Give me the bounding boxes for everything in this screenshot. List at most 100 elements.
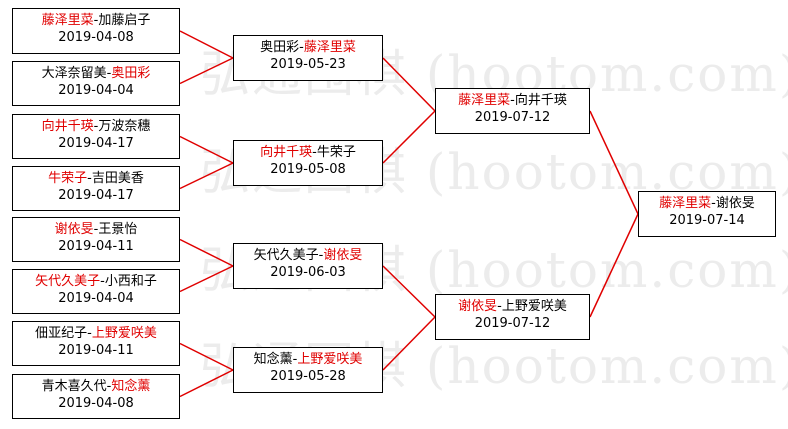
connector-r1-8-to-r2-4 [179,369,234,398]
vs-separator: - [312,145,317,160]
match-date: 2019-06-03 [270,265,346,280]
match-box-r1-7: 佃亚纪子-上野爱咲美 2019-04-11 [12,321,180,366]
player-1-name: 谢依旻 [54,222,94,237]
player-1-name: 矢代久美子 [35,274,101,289]
match-players: 谢依旻-王景怡 [13,221,179,238]
vs-separator: - [510,93,515,108]
player-2-name: 上野爱咲美 [501,299,567,314]
match-date: 2019-04-04 [58,83,134,98]
match-players: 矢代久美子-小西和子 [13,273,179,290]
vs-separator: - [93,119,99,134]
match-date: 2019-04-17 [58,188,134,203]
connector-r1-5-to-r2-3 [179,238,234,267]
match-date: 2019-05-23 [270,57,346,72]
player-1-name: 谢依旻 [458,299,498,314]
match-players: 矢代久美子-谢依旻 [234,247,382,264]
connector-r1-4-to-r2-2 [179,162,234,190]
player-2-name: 知念薰 [111,379,151,394]
player-1-name: 藤泽里菜 [41,13,94,28]
connector-r3-2-to-final [589,213,639,318]
player-2-name: 谢依旻 [323,248,363,263]
vs-separator: - [299,40,304,55]
player-2-name: 谢依旻 [715,196,755,211]
player-1-name: 矢代久美子 [253,248,319,263]
vs-separator: - [100,274,105,289]
player-2-name: 奥田彩 [111,66,151,81]
player-1-name: 知念薰 [253,352,293,367]
player-2-name: 王景怡 [98,222,138,237]
player-1-name: 牛荣子 [48,171,88,186]
vs-separator: - [87,326,92,341]
player-2-name: 上野爱咲美 [297,352,363,367]
match-date: 2019-04-08 [58,30,134,45]
vs-separator: - [318,248,324,263]
player-2-name: 牛荣子 [316,145,356,160]
connector-r3-1-to-final [589,110,639,215]
player-2-name: 上野爱咲美 [91,326,157,341]
match-players: 藤泽里菜-加藤启子 [13,12,179,29]
connector-r1-2-to-r2-1 [179,57,234,85]
match-date: 2019-05-08 [270,162,346,177]
vs-separator: - [292,352,298,367]
match-date: 2019-07-14 [669,213,745,228]
player-2-name: 吉田美香 [91,171,144,186]
player-2-name: 小西和子 [104,274,157,289]
connector-r2-1-to-r3-1 [382,57,436,112]
connector-r1-6-to-r2-3 [179,265,234,293]
player-2-name: 加藤启子 [98,13,151,28]
match-players: 奥田彩-藤泽里菜 [234,39,382,56]
player-2-name: 藤泽里菜 [303,40,356,55]
match-date: 2019-04-11 [58,239,134,254]
match-date: 2019-07-12 [474,316,551,331]
player-1-name: 奥田彩 [260,40,300,55]
match-players: 藤泽里菜-谢依旻 [639,195,775,212]
match-box-r1-2: 大泽奈留美-奥田彩 2019-04-04 [12,61,180,106]
player-1-name: 大泽奈留美 [41,66,107,81]
match-players: 藤泽里菜-向井千瑛 [436,92,589,109]
match-date: 2019-04-17 [58,136,134,151]
match-players: 谢依旻-上野爱咲美 [436,298,589,315]
player-1-name: 佃亚纪子 [35,326,88,341]
player-1-name: 青木喜久代 [41,379,107,394]
vs-separator: - [106,379,112,394]
match-date: 2019-04-11 [58,343,134,358]
connector-r2-2-to-r3-1 [382,110,436,164]
connector-r1-7-to-r2-4 [179,342,234,371]
connector-r2-3-to-r3-2 [382,265,436,318]
player-1-name: 藤泽里菜 [458,93,511,108]
vs-separator: - [93,13,99,28]
connector-r1-3-to-r2-2 [179,135,234,164]
connector-r1-1-to-r2-1 [179,30,234,59]
vs-separator: - [106,66,112,81]
player-1-name: 向井千瑛 [260,145,313,160]
match-players: 青木喜久代-知念薰 [13,378,179,395]
match-players: 向井千瑛-牛荣子 [234,144,382,161]
match-players: 牛荣子-吉田美香 [13,170,179,187]
player-2-name: 万波奈穗 [98,119,151,134]
match-date: 2019-04-04 [58,291,134,306]
match-players: 向井千瑛-万波奈穗 [13,118,179,135]
match-date: 2019-07-12 [474,110,551,125]
player-1-name: 藤泽里菜 [659,196,712,211]
match-players: 知念薰-上野爱咲美 [234,351,382,368]
vs-separator: - [711,196,716,211]
match-date: 2019-05-28 [270,369,346,384]
vs-separator: - [87,171,92,186]
player-1-name: 向井千瑛 [41,119,94,134]
vs-separator: - [497,299,502,314]
player-2-name: 向井千瑛 [514,93,567,108]
